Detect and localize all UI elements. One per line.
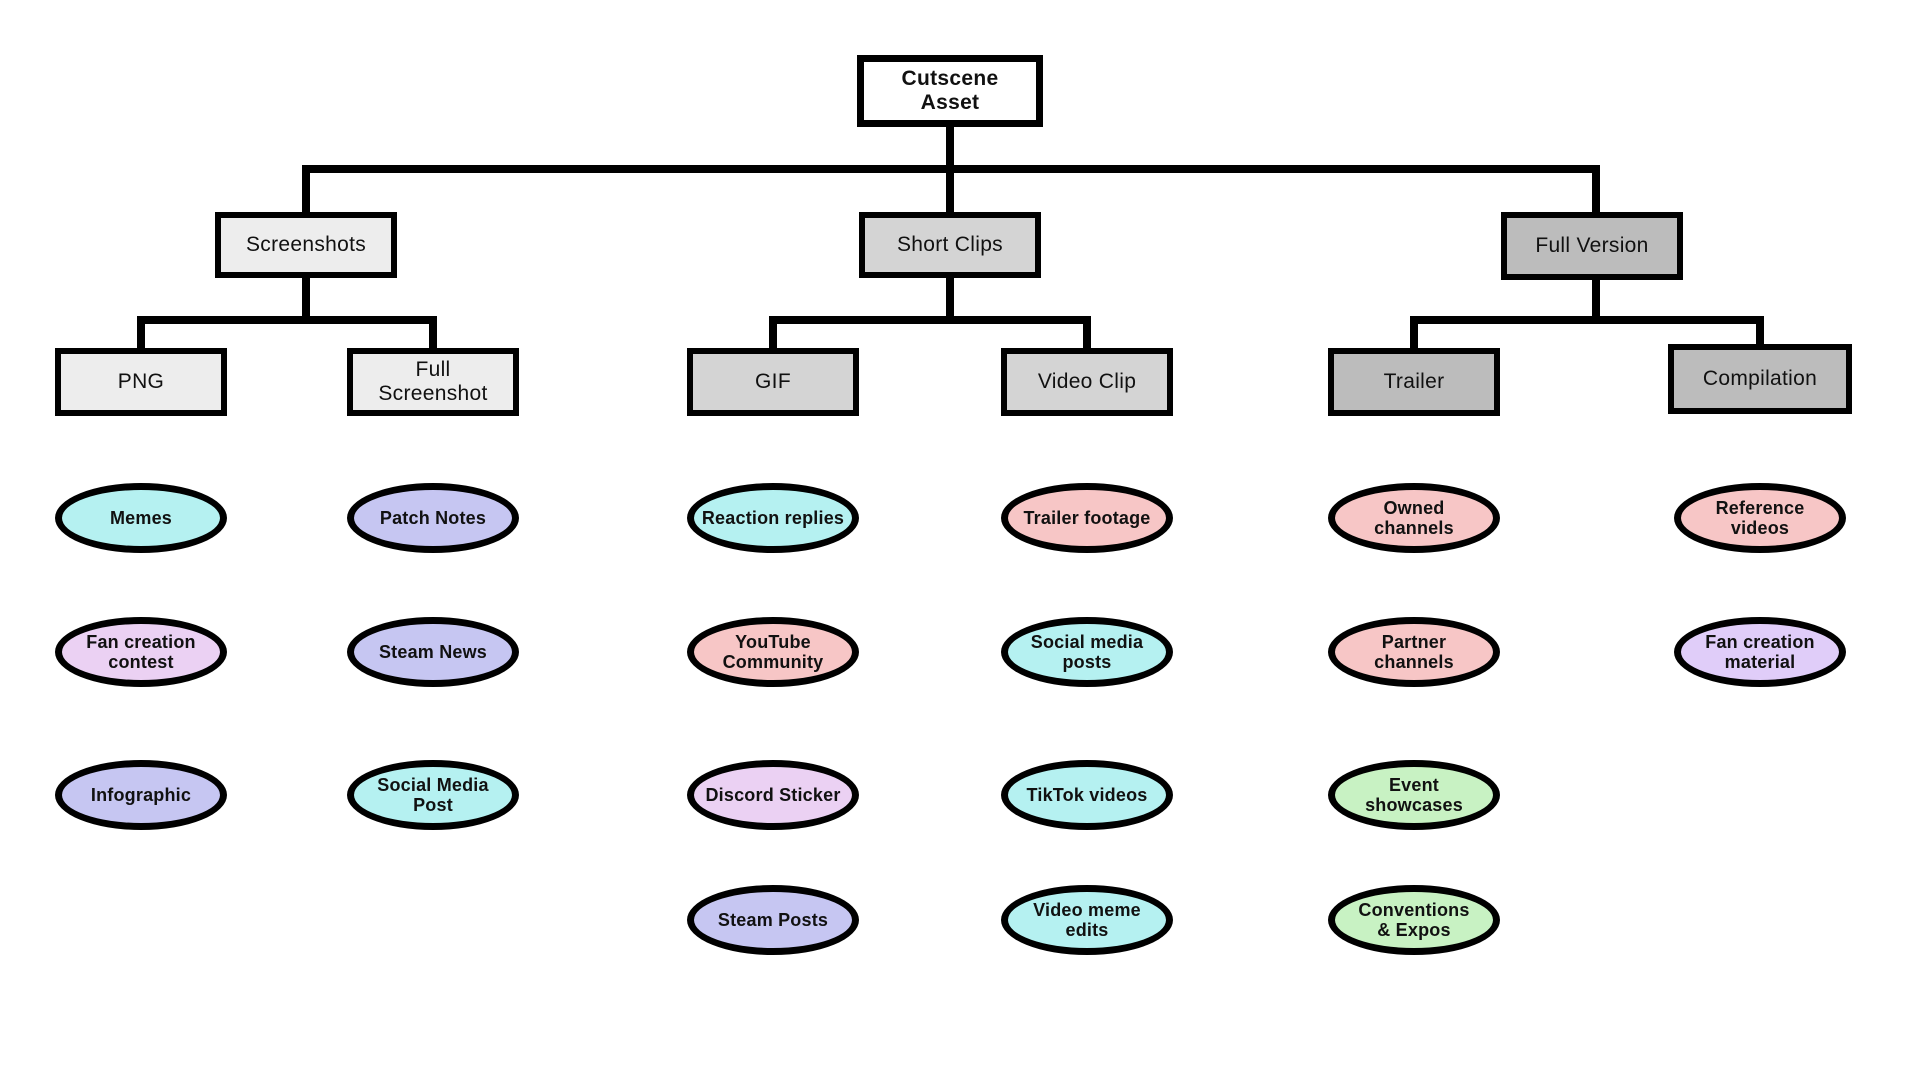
- oval-owned-channels: Owned channels: [1328, 483, 1500, 553]
- oval-label: Fan creation contest: [86, 631, 196, 672]
- oval-label: Social Media Post: [377, 774, 489, 815]
- node-label: Cutscene Asset: [901, 67, 999, 114]
- oval-label: Patch Notes: [379, 507, 487, 528]
- oval-label: Discord Sticker: [705, 784, 841, 805]
- connector-screenshots-stem: [302, 278, 310, 320]
- oval-trailer-footage: Trailer footage: [1001, 483, 1173, 553]
- node-screenshots: Screenshots: [215, 212, 397, 278]
- oval-fan-creation-material: Fan creation material: [1674, 617, 1846, 687]
- connector-drop-trailer: [1410, 316, 1418, 348]
- oval-youtube-community: YouTube Community: [687, 617, 859, 687]
- oval-event-showcases: Event showcases: [1328, 760, 1500, 830]
- oval-social-media-posts: Social media posts: [1001, 617, 1173, 687]
- node-label: Video Clip: [1037, 370, 1137, 393]
- oval-fan-creation-contest: Fan creation contest: [55, 617, 227, 687]
- oval-label: Conventions & Expos: [1358, 899, 1470, 940]
- oval-label: Reaction replies: [701, 507, 845, 528]
- oval-label: YouTube Community: [722, 631, 824, 672]
- node-cutscene-asset: Cutscene Asset: [857, 55, 1043, 127]
- oval-video-meme-edits: Video meme edits: [1001, 885, 1173, 955]
- node-label: GIF: [755, 370, 791, 393]
- connector-root-stem: [946, 127, 954, 173]
- connector-screenshots-horizontal: [137, 316, 437, 324]
- oval-conventions-expos: Conventions & Expos: [1328, 885, 1500, 955]
- connector-drop-screenshots: [302, 165, 310, 212]
- node-gif: GIF: [687, 348, 859, 416]
- oval-reaction-replies: Reaction replies: [687, 483, 859, 553]
- oval-steam-posts: Steam Posts: [687, 885, 859, 955]
- connector-drop-video-clip: [1083, 316, 1091, 348]
- node-label: PNG: [117, 370, 165, 393]
- oval-memes: Memes: [55, 483, 227, 553]
- node-label: Trailer: [1383, 370, 1445, 393]
- node-full-version: Full Version: [1501, 212, 1683, 280]
- oval-partner-channels: Partner channels: [1328, 617, 1500, 687]
- connector-full-version-horizontal: [1410, 316, 1764, 324]
- oval-patch-notes: Patch Notes: [347, 483, 519, 553]
- oval-label: Reference videos: [1715, 497, 1805, 538]
- connector-drop-full-screenshot: [429, 316, 437, 348]
- connector-drop-compilation: [1756, 316, 1764, 348]
- node-label: Short Clips: [896, 233, 1003, 256]
- node-label: Screenshots: [245, 233, 367, 256]
- oval-label: Partner channels: [1374, 631, 1454, 672]
- node-label: Full Screenshot: [378, 358, 488, 405]
- oval-label: Event showcases: [1365, 774, 1463, 815]
- oval-label: TikTok videos: [1026, 784, 1148, 805]
- connector-drop-gif: [769, 316, 777, 348]
- node-label: Full Version: [1535, 234, 1649, 257]
- oval-tiktok-videos: TikTok videos: [1001, 760, 1173, 830]
- node-trailer: Trailer: [1328, 348, 1500, 416]
- connector-short-clips-horizontal: [769, 316, 1091, 324]
- oval-label: Social media posts: [1030, 631, 1144, 672]
- connector-drop-full-version: [1592, 165, 1600, 212]
- node-label: Compilation: [1702, 367, 1818, 390]
- oval-label: Owned channels: [1374, 497, 1454, 538]
- oval-label: Fan creation material: [1705, 631, 1815, 672]
- node-short-clips: Short Clips: [859, 212, 1041, 278]
- node-compilation: Compilation: [1668, 344, 1852, 414]
- oval-infographic: Infographic: [55, 760, 227, 830]
- oval-label: Steam News: [378, 641, 488, 662]
- oval-steam-news: Steam News: [347, 617, 519, 687]
- connector-drop-short-clips: [946, 165, 954, 212]
- oval-label: Infographic: [90, 784, 192, 805]
- oval-social-media-post: Social Media Post: [347, 760, 519, 830]
- node-full-screenshot: Full Screenshot: [347, 348, 519, 416]
- connector-short-clips-stem: [946, 278, 954, 320]
- node-video-clip: Video Clip: [1001, 348, 1173, 416]
- connector-full-version-stem: [1592, 280, 1600, 320]
- node-png: PNG: [55, 348, 227, 416]
- oval-label: Steam Posts: [717, 909, 829, 930]
- oval-label: Trailer footage: [1023, 507, 1151, 528]
- oval-label: Video meme edits: [1033, 899, 1141, 940]
- oval-label: Memes: [109, 507, 173, 528]
- oval-reference-videos: Reference videos: [1674, 483, 1846, 553]
- oval-discord-sticker: Discord Sticker: [687, 760, 859, 830]
- connector-drop-png: [137, 316, 145, 348]
